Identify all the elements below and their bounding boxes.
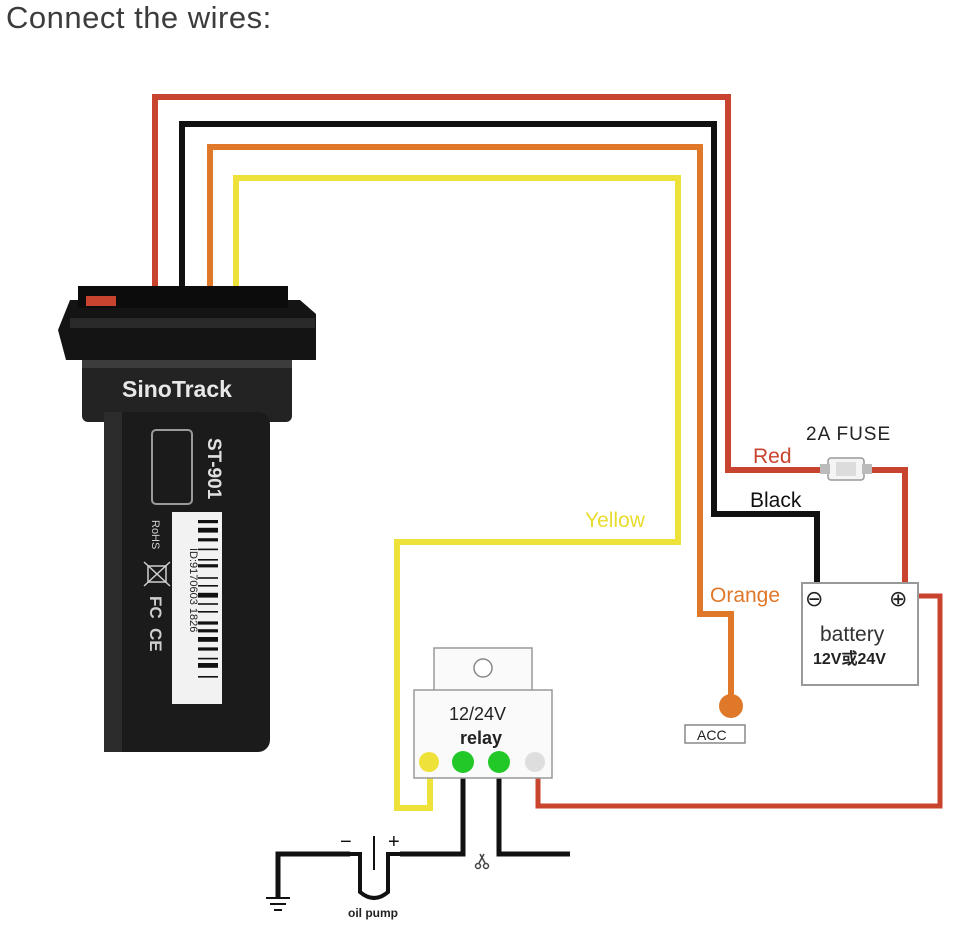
device-mark-rohs: RoHS [149, 520, 161, 549]
relay-pin-white [525, 752, 545, 772]
black-wire-label: Black [750, 489, 802, 512]
barcode-bar [198, 564, 218, 568]
device-mark-ce: CE [146, 628, 165, 652]
oil-pump-plus: + [388, 831, 400, 853]
barcode-bar [198, 559, 218, 561]
battery-voltage: 12V或24V [813, 649, 886, 668]
barcode-bar [198, 520, 218, 524]
acc-terminal-icon [719, 694, 743, 718]
barcode-bar [198, 527, 218, 533]
relay-label: relay [460, 728, 502, 748]
barcode-bar [198, 577, 218, 579]
yellow-wire-label: Yellow [585, 509, 646, 532]
barcode-bar [198, 592, 218, 598]
relay-pin-green-1 [452, 751, 474, 773]
battery-box [801, 582, 919, 686]
barcode-bar [198, 676, 218, 678]
barcode-bar [198, 629, 218, 633]
relay-pin-green-2 [488, 751, 510, 773]
scissors-icon [474, 853, 490, 870]
barcode-bar [198, 657, 218, 660]
relay-cut-wire [496, 772, 570, 857]
acc-label: ACC [697, 727, 727, 743]
battery-negative-icon: ⊖ [805, 587, 823, 612]
fuse-label: 2A FUSE [806, 424, 891, 445]
barcode-bar [198, 603, 218, 605]
orange-wire-label: Orange [710, 584, 780, 607]
barcode-bar [198, 538, 218, 542]
battery-positive-icon: ⊕ [889, 587, 907, 612]
red-wire [152, 94, 825, 473]
battery-label: battery [820, 623, 885, 646]
oil-pump-label: oil pump [348, 906, 398, 920]
red-wire-fuse-out [865, 467, 908, 590]
tracker-device [58, 286, 316, 752]
barcode [198, 520, 218, 678]
orange-wire [207, 144, 734, 700]
red-wire-label: Red [753, 445, 792, 468]
page-title: Connect the wires: [6, 0, 272, 35]
weee-bin-icon [143, 561, 171, 587]
black-wire [179, 121, 820, 590]
yellow-wire [233, 175, 681, 811]
device-id: ID:9170603 1826 [187, 548, 199, 632]
fuse-icon [820, 457, 872, 481]
battery-relay-red-wire [535, 593, 943, 809]
relay-pin-yellow [419, 752, 439, 772]
device-mark-fc: FC [146, 596, 165, 619]
pump-ground-wire [275, 851, 350, 898]
device-model: ST-901 [203, 438, 224, 500]
relay-voltage: 12/24V [449, 704, 506, 724]
barcode-bar [198, 647, 218, 651]
barcode-bar [198, 611, 218, 613]
acc-box [684, 724, 746, 744]
barcode-bar [198, 637, 218, 642]
barcode-bar [198, 548, 218, 551]
barcode-bar [198, 585, 218, 587]
barcode-bar [198, 621, 218, 625]
relay-pump-wire [400, 772, 466, 857]
ground-icon [266, 897, 290, 911]
oil-pump-icon [350, 836, 400, 900]
oil-pump-minus: − [340, 831, 352, 853]
device-brand: SinoTrack [122, 376, 232, 402]
barcode-bar [198, 663, 218, 668]
